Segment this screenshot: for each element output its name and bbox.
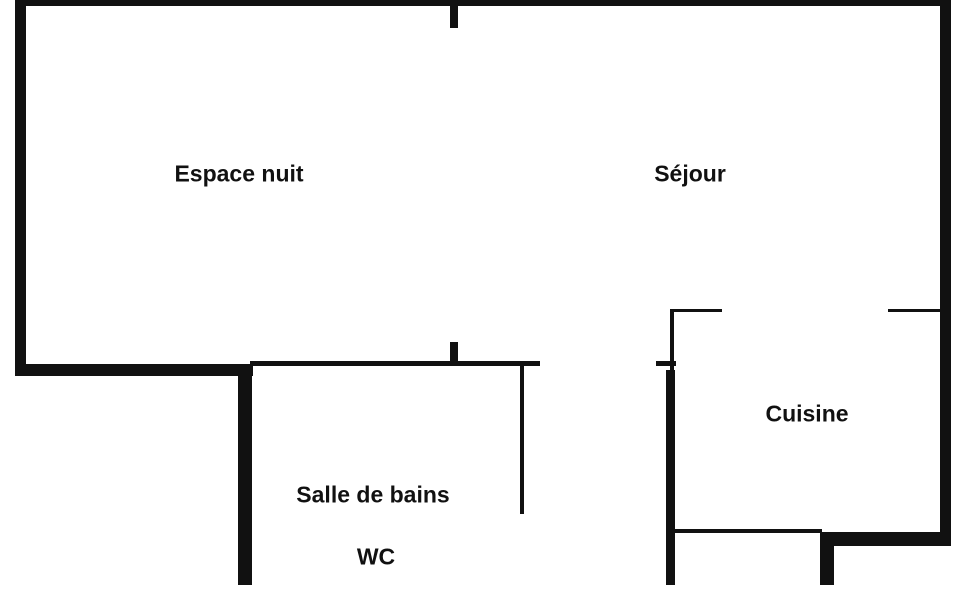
wall-left xyxy=(15,0,26,376)
kitchen-left-wall xyxy=(670,310,674,585)
room-label-cuisine: Cuisine xyxy=(765,400,849,427)
room-label-sejour: Séjour xyxy=(654,160,726,187)
wall-bathroom-left xyxy=(238,364,252,585)
wall-top xyxy=(15,0,950,6)
room-label-salle-de-bains: Salle de bains xyxy=(296,481,450,508)
kitchen-top-right xyxy=(888,309,943,312)
kitchen-door-stop xyxy=(656,361,676,366)
bathroom-top-wall xyxy=(250,361,540,366)
wall-left-bottom xyxy=(15,364,253,376)
wall-right-bottom xyxy=(820,532,951,546)
room-label-wc: WC xyxy=(356,543,396,570)
wall-right-step xyxy=(820,532,834,585)
bathroom-right-wall xyxy=(520,364,524,514)
room-label-espace-nuit: Espace nuit xyxy=(174,160,304,187)
kitchen-top-left xyxy=(670,309,722,312)
kitchen-bottom-wall xyxy=(670,529,822,533)
wall-right xyxy=(940,0,951,546)
partition-top-divider xyxy=(450,0,458,28)
partition-bottom-divider xyxy=(450,342,458,366)
exterior-walls xyxy=(15,0,951,585)
interior-walls xyxy=(250,0,943,585)
